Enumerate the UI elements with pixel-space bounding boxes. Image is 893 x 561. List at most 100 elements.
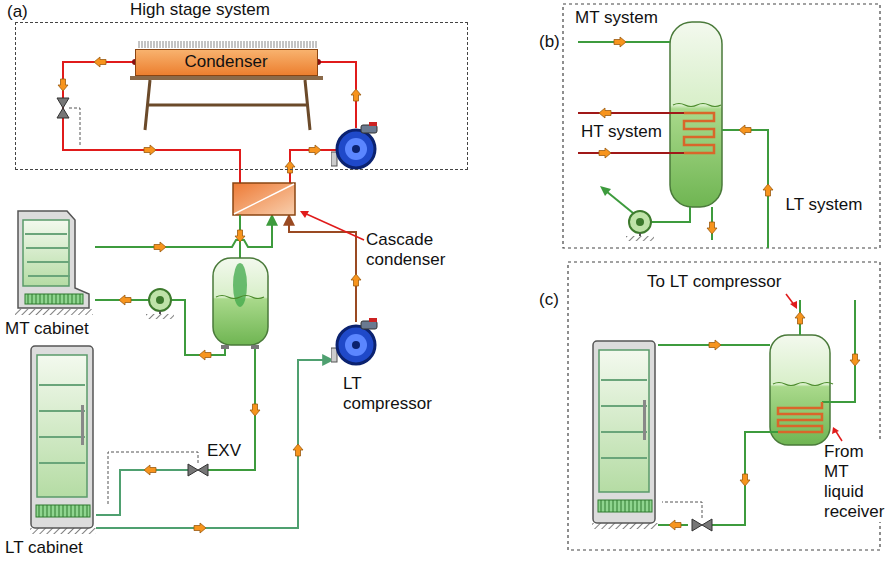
- ht-pipe: [578, 112, 684, 114]
- condenser-box: Condenser: [135, 49, 318, 76]
- node-text: High stage system: [128, 0, 272, 20]
- leader-head: [790, 301, 797, 309]
- callout-label: To LT compressor: [646, 272, 782, 292]
- vessel: [670, 22, 722, 207]
- flow-arrow: [144, 145, 156, 155]
- panel-letter: (b): [538, 32, 561, 52]
- callout-label: From MT liquid receiver: [823, 442, 891, 522]
- leader-arrow: [786, 294, 842, 441]
- flow-arrow: [850, 354, 860, 366]
- lt-liquid-pipe: [96, 470, 188, 515]
- flow-arrow: [144, 465, 156, 475]
- sensor-line: [662, 502, 702, 518]
- hs-pipe: [63, 62, 240, 183]
- hs-pipe: [318, 62, 356, 128]
- sensor-line: [69, 108, 80, 146]
- flow-arrow: [614, 37, 626, 47]
- sensor-line: [108, 452, 198, 505]
- mt-cabinet: MT cabinet: [15, 208, 95, 316]
- pipe: [578, 42, 768, 248]
- display-cabinet: [15, 211, 93, 315]
- flow-arrow: [763, 184, 773, 196]
- leader-head: [790, 301, 839, 434]
- flow-arrow: [351, 89, 361, 101]
- ht-pipe: [578, 113, 684, 153]
- flow-arrow: [599, 108, 611, 118]
- flow-arrow: [293, 444, 303, 456]
- display-cabinet: [15, 211, 93, 315]
- pump: [626, 211, 654, 241]
- node-text: Cascade condenser: [366, 230, 461, 270]
- expansion-valve: [57, 98, 69, 118]
- flow-arrow: [795, 312, 805, 324]
- coil: [778, 402, 822, 432]
- pipe-connector: [96, 360, 333, 528]
- hs-compressor: [331, 122, 377, 168]
- condenser-fins: [137, 41, 317, 48]
- pump: [146, 289, 174, 319]
- pipe-connector: [95, 215, 272, 247]
- pipe: [722, 130, 768, 248]
- flow-arrow: [351, 274, 361, 286]
- condenser-stand: [145, 80, 310, 130]
- display-cabinet: [592, 341, 658, 529]
- cascade-condenser: Cascade condenser: [233, 183, 295, 215]
- system-label: LT system: [783, 195, 865, 215]
- panel-frame: [563, 4, 880, 248]
- system-region: High stage systemCondenser: [15, 22, 468, 170]
- display-cabinet: [592, 341, 658, 529]
- lt-liquid-pipe: [96, 470, 188, 515]
- flow-arrow: [154, 242, 166, 252]
- leader-arrow: [300, 211, 309, 218]
- flow-arrow: [599, 148, 611, 158]
- ht-pipe: [578, 152, 684, 154]
- pump-outlet-head: [600, 186, 611, 196]
- cascade-condenser-shape: [234, 184, 294, 214]
- vessel: [770, 335, 830, 445]
- leader-head: [832, 427, 839, 434]
- expansion-valve: [57, 98, 69, 118]
- condenser-stand: [130, 76, 323, 80]
- leader-arrow: [300, 211, 364, 240]
- flow-arrow: [709, 340, 721, 350]
- pump-outlet-head: [600, 186, 611, 196]
- flow-arrow: [250, 404, 260, 416]
- sensor-line: [69, 108, 80, 146]
- flow-arrow: [119, 295, 131, 305]
- vessel: [773, 383, 833, 386]
- flow-arrow: [58, 37, 860, 533]
- condenser-fins: [137, 41, 317, 48]
- expansion-valve: [692, 519, 712, 531]
- valve-label: EXV: [206, 441, 242, 461]
- node-text: MT cabinet: [5, 319, 89, 339]
- coil: [684, 113, 714, 153]
- flow-arrow: [707, 222, 717, 234]
- lt-compressor: LT compressor: [333, 322, 379, 368]
- node-text: LT cabinet: [5, 538, 83, 558]
- condenser-stand: [130, 76, 323, 130]
- expansion-valve: [692, 519, 712, 531]
- node-text: LT compressor: [343, 374, 435, 414]
- flow-arrow: [739, 125, 751, 135]
- cascade-condenser-shape: [233, 183, 295, 215]
- expansion-valve: [188, 464, 208, 476]
- panel-frame: [563, 4, 880, 248]
- flow-arrow: [235, 230, 245, 242]
- display-cabinet: [30, 346, 96, 534]
- display-cabinet: [30, 346, 96, 534]
- flow-arrow: [285, 161, 295, 173]
- node-text: Condenser: [184, 52, 267, 72]
- coil: [684, 113, 714, 153]
- liquid-receiver: [233, 263, 247, 307]
- pump: [626, 211, 654, 241]
- flow-arrow: [309, 145, 321, 155]
- flow-arrow: [94, 57, 106, 67]
- vessel: [670, 22, 722, 207]
- pipe: [822, 300, 855, 402]
- lt-compressor: [331, 318, 377, 364]
- pipe: [651, 207, 690, 222]
- sensor-line: [662, 502, 702, 518]
- vessel: [673, 104, 721, 107]
- cascade-condenser-shape: [233, 183, 295, 215]
